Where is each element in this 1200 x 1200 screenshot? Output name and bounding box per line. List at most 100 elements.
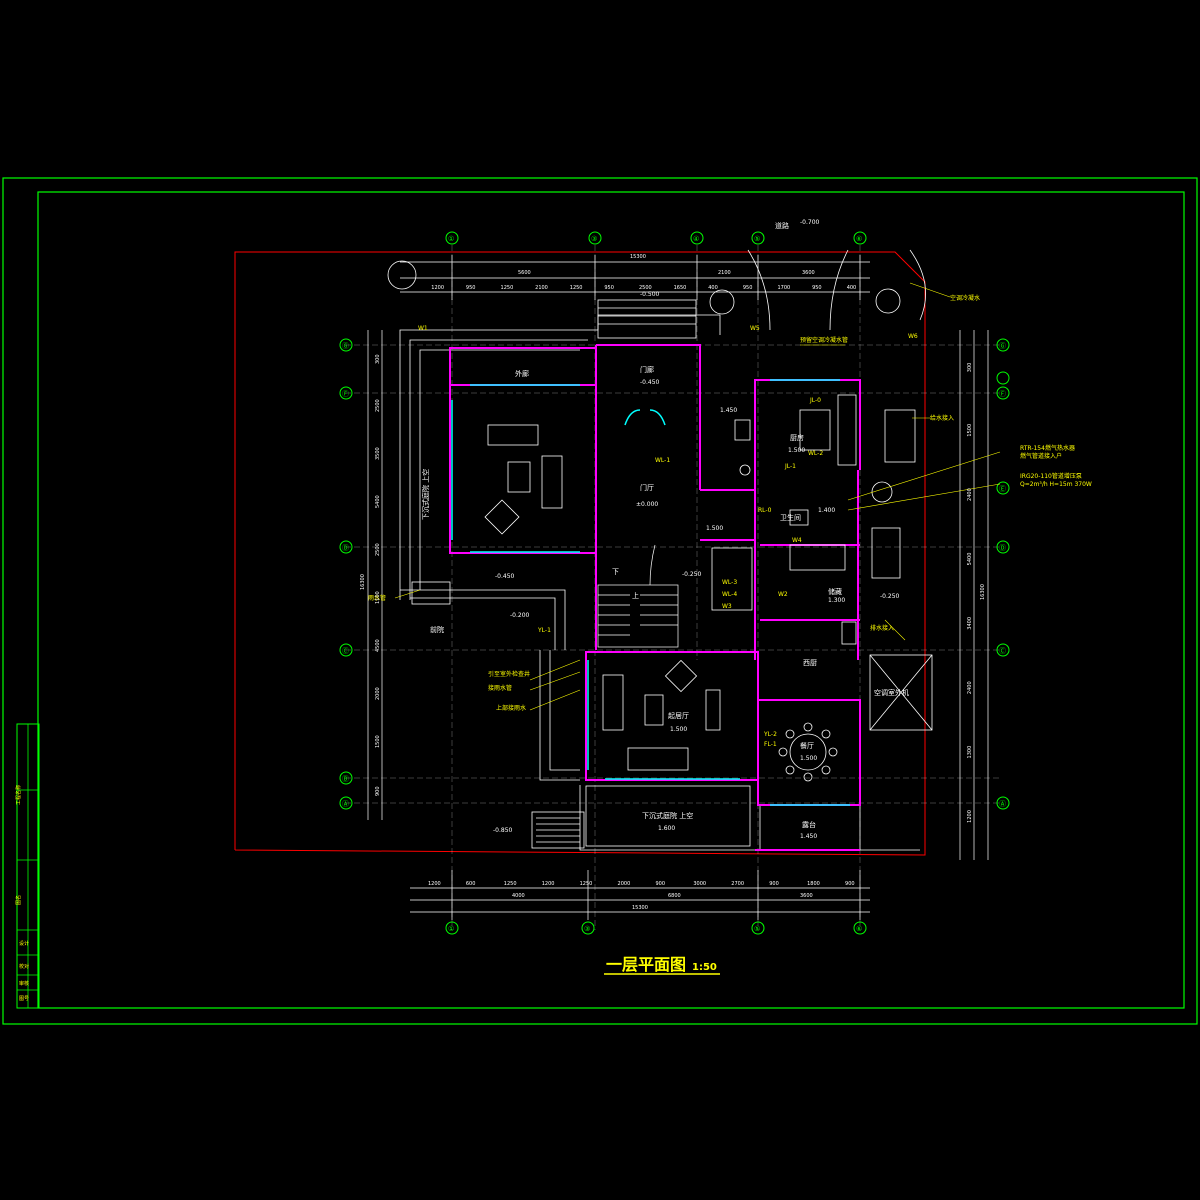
tag-wl2: WL-2 <box>808 450 823 457</box>
tag-w3: W3 <box>722 603 732 610</box>
site-boundary <box>234 251 926 856</box>
tag-wl4: WL-4 <box>722 591 737 598</box>
room-terrace: 露台 <box>802 820 816 829</box>
bottom-segment-4: 1250 <box>580 881 593 887</box>
note-gas-inlet: 燃气管道接入户 <box>1020 452 1062 460</box>
room-dining-level: 1.500 <box>800 755 817 762</box>
note-condensate: 空调冷凝水 <box>950 294 980 302</box>
inner-frame <box>37 191 1185 1009</box>
road-label: 道路 <box>775 221 789 230</box>
level-porch: -0.500 <box>640 291 660 298</box>
axis-bubbles-top <box>445 231 867 935</box>
left-segment-0: 300 <box>375 354 381 364</box>
note-drain: 排水接入 <box>870 624 894 632</box>
title-block-drawing-name: 图名 <box>15 895 22 905</box>
bottom-chain-2: 6800 <box>668 893 681 899</box>
left-segment-4: 2500 <box>375 543 381 556</box>
tag-yl1: YL-1 <box>537 627 551 634</box>
axis-col-6-bottom: ⑥ <box>856 925 862 933</box>
room-storage: 储藏 <box>828 587 842 596</box>
stair <box>597 544 679 648</box>
stair-up-label: 上 <box>632 591 639 600</box>
tag-fl1: FL-1 <box>764 741 777 748</box>
level-c: 1.400 <box>818 507 835 514</box>
note-rainwater-pipe: 接雨水管 <box>488 684 512 692</box>
room-yard: 前院 <box>430 625 444 634</box>
top-segment-11: 950 <box>812 285 822 291</box>
note-to-manhole: 引至室外检查井 <box>488 670 530 678</box>
drawing-title: 一层平面图 <box>606 955 686 974</box>
room-west-kitchen: 西厨 <box>803 659 817 667</box>
axis-col-5-bottom: ⑤ <box>754 925 760 933</box>
axis-row-b: Ⓑ <box>342 775 349 783</box>
title-block-project: 工程名称 <box>15 785 22 805</box>
axis-row-c: Ⓒ <box>342 647 349 655</box>
site-outlines <box>399 249 933 851</box>
note-water-heater: RTR-154燃气热水器 <box>1020 444 1075 452</box>
room-porch-level: -0.450 <box>640 379 660 386</box>
tag-jl1: JL-1 <box>784 463 796 470</box>
tag-w6: W6 <box>908 333 918 340</box>
room-living: 起居厅 <box>668 712 689 720</box>
top-chain-2: 2100 <box>718 270 731 276</box>
axis-col-4: ④ <box>693 235 699 243</box>
right-segment-6: 1300 <box>967 746 973 759</box>
bottom-chain-1: 4000 <box>512 893 525 899</box>
bottom-segment-2: 1250 <box>504 881 517 887</box>
outer-frame <box>2 177 1198 1025</box>
top-segment-6: 2500 <box>639 285 652 291</box>
drawing-scale: 1:50 <box>692 962 717 973</box>
side-dimension-lines <box>367 330 989 860</box>
left-segment-1: 2500 <box>375 399 381 412</box>
note-pump: IRG20-110管道增压泵 <box>1020 472 1082 480</box>
bottom-segment-0: 1200 <box>428 881 441 887</box>
lower-void-level: 1.600 <box>658 825 675 832</box>
top-dimension-lines <box>400 255 870 300</box>
road-level: -0.700 <box>800 219 820 226</box>
axis-col-6: ⑥ <box>856 235 862 243</box>
room-storage-level: -0.250 <box>880 593 900 600</box>
left-segment-5: 1100 <box>375 591 381 604</box>
tag-w1: W1 <box>418 325 428 332</box>
tag-yl2: YL-2 <box>763 731 777 738</box>
room-foyer: 门厅 <box>640 483 654 492</box>
title-block-design: 设计 <box>19 940 29 947</box>
axis-row-d: Ⓓ <box>342 544 349 552</box>
lower-void-label-2: 下沉式庭院 上空 <box>642 811 693 820</box>
left-segment-7: 2000 <box>375 687 381 700</box>
room-kitchen: 厨房 <box>790 433 804 442</box>
axis-row-a: Ⓐ <box>342 800 349 808</box>
tag-wl3: WL-3 <box>722 579 737 586</box>
bottom-segment-9: 900 <box>769 881 779 887</box>
room-terrace-level: 1.450 <box>800 833 817 840</box>
glazing <box>451 379 850 806</box>
axis-col-3: ③ <box>591 235 597 243</box>
left-total-dimension: 16300 <box>360 574 366 590</box>
lower-void-label-1: 下沉式庭院 上空 <box>421 469 430 520</box>
tag-w5: W5 <box>750 325 760 332</box>
top-segment-2: 1250 <box>501 285 514 291</box>
axis-row-g-right: Ⓖ <box>999 342 1006 350</box>
walls <box>449 344 861 851</box>
top-segment-12: 400 <box>847 285 857 291</box>
tag-rl0: RL-0 <box>758 507 772 514</box>
tag-w4: W4 <box>792 537 802 544</box>
bottom-segment-3: 1200 <box>542 881 555 887</box>
bottom-chain-3: 3600 <box>800 893 813 899</box>
top-segment-5: 950 <box>604 285 614 291</box>
note-water-supply: 给水接入 <box>930 414 954 422</box>
left-segment-6: 4500 <box>375 639 381 652</box>
room-bath: 卫生间 <box>780 513 801 522</box>
room-veranda: 外廊 <box>515 369 529 378</box>
note-rain-downpipe: 雨水管 <box>368 594 386 602</box>
top-segment-10: 1700 <box>777 285 790 291</box>
left-segment-9: 900 <box>375 786 381 796</box>
bottom-segment-10: 1800 <box>807 881 820 887</box>
level-b: 1.450 <box>720 407 737 414</box>
top-chain-1: 5600 <box>518 270 531 276</box>
room-living-level: 1.500 <box>670 726 687 733</box>
trees <box>387 260 901 503</box>
level-yard: -0.850 <box>493 827 513 834</box>
left-segment-3: 5400 <box>375 495 381 508</box>
